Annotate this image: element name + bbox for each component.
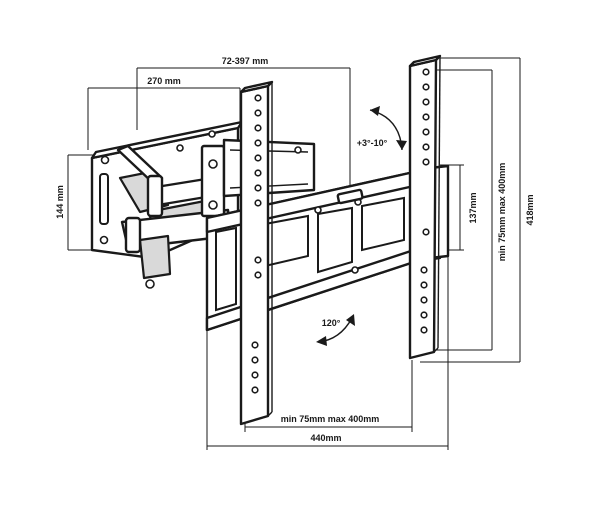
arm-joint xyxy=(146,174,164,218)
tv-bracket-right xyxy=(408,54,442,360)
wall-plate-hole xyxy=(99,235,109,245)
arm-pivot-bolt xyxy=(145,279,155,289)
tv-plate-slot xyxy=(361,196,405,252)
wall-plate-hole xyxy=(208,130,216,138)
label-wall-plate-height: 144 mm xyxy=(55,185,65,219)
tv-plate-slot xyxy=(215,226,237,312)
label-total-height: 418mm xyxy=(525,194,535,225)
label-vesa-horizontal: min 75mm max 400mm xyxy=(281,414,380,424)
label-tilt: +3°-10° xyxy=(357,138,388,148)
bracket-holes-left xyxy=(251,94,262,394)
arm-joint xyxy=(124,216,142,254)
label-wall-plate-width: 270 mm xyxy=(147,76,181,86)
label-arm-extension: 72-397 mm xyxy=(222,56,269,66)
tv-bracket-left xyxy=(239,80,274,426)
wall-plate-hole xyxy=(176,144,184,152)
swivel-arrow xyxy=(316,314,355,346)
tilt-arrow xyxy=(369,106,407,151)
label-total-width: 440mm xyxy=(310,433,341,443)
wall-plate-slot-left xyxy=(99,173,109,225)
bracket-holes-right xyxy=(420,68,430,334)
tv-plate-slot xyxy=(317,206,353,274)
label-swivel: 120° xyxy=(322,318,341,328)
tilt-lock xyxy=(336,188,364,205)
label-inner-height: 137mm xyxy=(468,192,478,223)
wall-plate-hole xyxy=(100,155,110,165)
label-vesa-vertical: min 75mm max 400mm xyxy=(497,163,507,262)
